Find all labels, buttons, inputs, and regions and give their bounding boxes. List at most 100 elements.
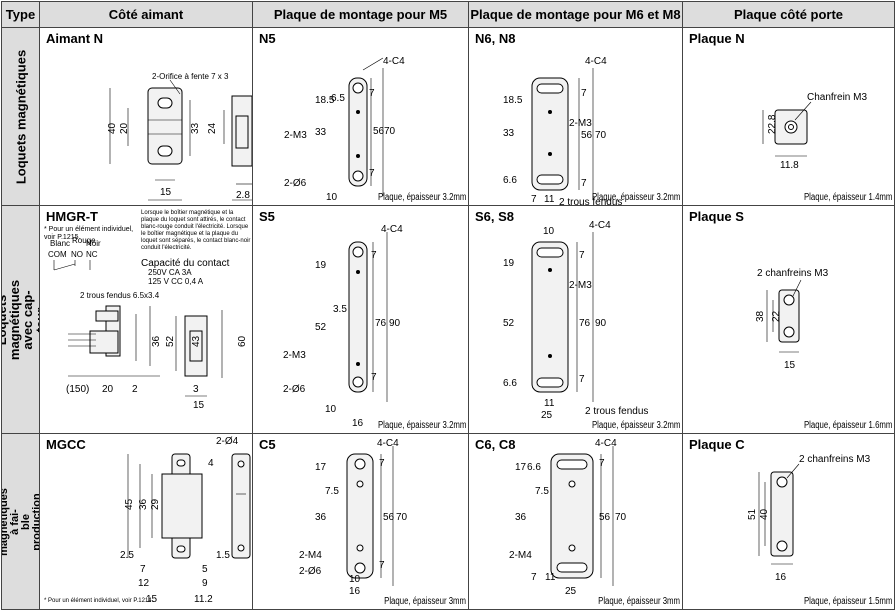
dimension-label: 51 — [747, 508, 758, 520]
dimension-label: NO — [71, 250, 83, 259]
dimension-label: 6.6 — [503, 378, 517, 389]
product-title: Plaque S — [689, 209, 744, 224]
dimension-label: 90 — [389, 318, 401, 329]
header-plate-m6-m8: Plaque de montage pour M6 et M8 — [468, 1, 683, 28]
row-low-particle-latches: Loquets magnétiques à fai- ble productio… — [1, 433, 895, 610]
dimension-label: 7 — [371, 250, 377, 261]
dimension-label: 38 — [755, 310, 766, 322]
dimension-label: 11 — [544, 398, 555, 409]
dimension-label: 7 — [599, 458, 605, 469]
contact-note: Lorsque le boîtier magnétique et la plaq… — [141, 210, 251, 251]
dimension-label: 6.5 — [331, 93, 345, 104]
plate-n5-cell: N5 4-C4 2-M3 2-Ø6 18.5 6.5 33 7 56 70 — [252, 27, 469, 206]
dimension-label: 2-M4 — [299, 550, 322, 561]
dimension-label: Rouge — [72, 236, 96, 245]
dimension-label: 12 — [138, 578, 150, 589]
dimension-label: 17 — [515, 462, 527, 473]
row-type-cell: Loquets magnétiques — [1, 27, 40, 206]
plate-thickness: Plaque, épaisseur 3mm — [384, 596, 466, 607]
dimension-label: 7 — [531, 572, 537, 583]
dimension-label: 4-C4 — [383, 56, 405, 67]
dimension-label: 2.8 — [236, 190, 250, 201]
plate-thickness: Plaque, épaisseur 3.2mm — [377, 420, 466, 431]
dimension-label: 2-Ø6 — [283, 384, 306, 395]
product-title: S5 — [259, 209, 275, 224]
plate-c-drawing: 2 chanfreins M3 51 40 16 — [747, 454, 871, 583]
dimension-label: 56 — [581, 130, 593, 141]
dimension-label: 90 — [595, 318, 607, 329]
dimension-label: 18.5 — [315, 95, 335, 106]
row-magnetic-latches: Loquets magnétiques Aimant N 2-Orifice à… — [1, 27, 895, 206]
magnet-n-cell: Aimant N 2-Orifice à fente 7 x 3 40 20 — [39, 27, 253, 206]
dimension-label: 36 — [315, 512, 327, 523]
dimension-label: 76 — [375, 318, 387, 329]
dimension-label: 43 — [191, 335, 202, 347]
dimension-label: 76 — [579, 318, 591, 329]
hmgr-t-drawing: Blanc Rouge Noir COM NO NC Capacité du c… — [48, 236, 248, 411]
dimension-label: 15 — [160, 187, 172, 198]
dimension-label: 16 — [775, 572, 787, 583]
plate-thickness: Plaque, épaisseur 3mm — [598, 596, 680, 607]
dimension-label: 19 — [315, 260, 327, 271]
plate-c-cell: Plaque C 2 chanfreins M3 51 40 16 Plaque… — [682, 433, 895, 610]
product-title: Plaque C — [689, 437, 745, 452]
dimension-label: 6.6 — [503, 175, 517, 186]
magnet-n-drawing: 2-Orifice à fente 7 x 3 40 20 33 24 15 1… — [107, 72, 252, 201]
product-title: N6, N8 — [475, 31, 516, 46]
dimension-label: 2-Ø6 — [299, 566, 322, 577]
mgcc-drawing: 2-Ø4 4 45 36 29 2.5 7 12 15 1.5 5 9 11.2 — [120, 436, 251, 605]
header-magnet-side: Côté aimant — [39, 1, 253, 28]
dimension-label: 11.8 — [780, 160, 799, 171]
plate-s-drawing: 2 chanfreins M3 38 22 15 — [755, 268, 829, 371]
dimension-label: 7 — [579, 374, 585, 385]
dimension-label: 52 — [165, 335, 176, 347]
dimension-label: 2 trous fendus 6.5x3.4 — [80, 291, 160, 300]
dimension-label: 11 — [544, 194, 555, 205]
dimension-label: 56 — [373, 126, 385, 137]
plate-c5-cell: C5 4-C4 2-M4 2-Ø6 17 7.5 36 56 70 7 7 — [252, 433, 469, 610]
dimension-label: 6.6 — [527, 462, 541, 473]
dimension-label: 7 — [581, 178, 587, 189]
dimension-label: 18.5 — [503, 95, 523, 106]
dimension-label: 7.5 — [535, 486, 549, 497]
header-door-side: Plaque côté porte — [682, 1, 895, 28]
dimension-label: 20 — [119, 122, 130, 134]
single-item-note: * Pour un élément individuel, voir P.121… — [44, 226, 134, 241]
dimension-label: 9 — [202, 578, 208, 589]
dimension-label: 10 — [349, 574, 361, 585]
plate-n5-drawing: 4-C4 2-M3 2-Ø6 18.5 6.5 33 7 56 70 7 10 … — [284, 56, 405, 203]
dimension-label: 4-C4 — [595, 438, 617, 449]
dimension-label: 15 — [193, 400, 205, 411]
dimension-label: 7.5 — [325, 486, 339, 497]
product-title: Aimant N — [46, 31, 104, 46]
plate-s-cell: Plaque S 2 chanfreins M3 38 22 15 Plaque… — [682, 205, 895, 434]
dimension-label: 2-Ø6 — [284, 178, 307, 189]
dimension-label: 7 — [369, 168, 375, 179]
dimension-label: 24 — [207, 122, 218, 134]
dimension-label: 10 — [325, 404, 337, 415]
row-type-label: Loquets magnétiques avec cap- teur — [1, 279, 40, 360]
dimension-label: 2 — [132, 384, 138, 395]
dimension-label: 70 — [384, 126, 396, 137]
single-item-note: * Pour un élément individuel, voir P.121… — [44, 598, 154, 604]
dimension-label: 11.2 — [194, 594, 213, 605]
dimension-label: 3.5 — [333, 304, 347, 315]
plate-s6-s8-drawing: 4-C4 2-M3 2 trous fendus 10 19 52 6.6 76… — [503, 220, 648, 421]
row-type-label: Loquets magnétiques à fai- ble productio… — [1, 487, 40, 556]
dimension-label: 2-M4 — [509, 550, 532, 561]
dimension-label: 36 — [151, 335, 162, 347]
dimension-label: 45 — [124, 498, 135, 510]
product-title: Plaque N — [689, 31, 745, 46]
slot-note: 2-Orifice à fente 7 x 3 — [152, 72, 229, 81]
dimension-label: 36 — [515, 512, 527, 523]
product-title: C6, C8 — [475, 437, 516, 452]
plate-s5-drawing: 4-C4 2-M3 2-Ø6 19 3.5 52 76 90 7 7 10 16 — [283, 224, 403, 429]
dimension-label: 25 — [565, 586, 577, 597]
dimension-label: 2 trous fendus — [585, 406, 648, 417]
dimension-label: 52 — [503, 318, 515, 329]
plate-n-drawing: Chanfrein M3 22.8 11.8 — [762, 92, 867, 171]
dimension-label: 15 — [146, 594, 158, 605]
plate-s5-cell: S5 4-C4 2-M3 2-Ø6 19 3.5 52 76 90 7 7 — [252, 205, 469, 434]
plate-c5-drawing: 4-C4 2-M4 2-Ø6 17 7.5 36 56 70 7 7 10 16 — [299, 438, 408, 597]
